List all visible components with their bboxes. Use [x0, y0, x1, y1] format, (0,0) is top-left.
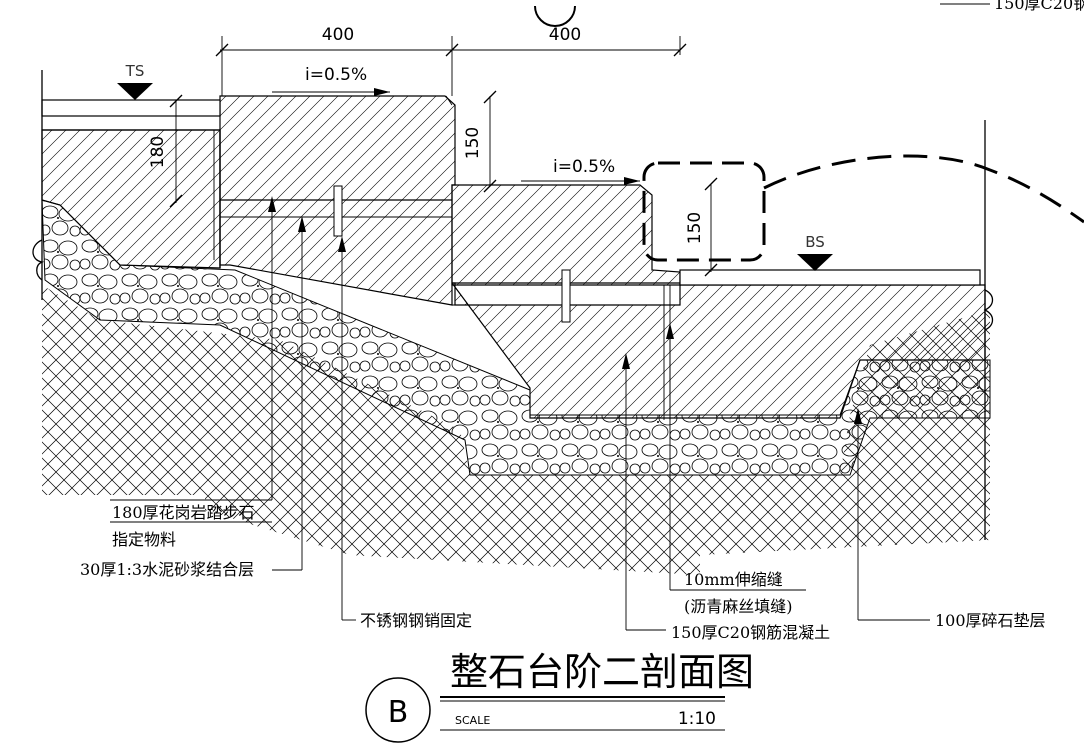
- note-steel-pin: 不锈钢钢销固定: [360, 611, 472, 630]
- note-granite-step: 180厚花岗岩踏步石: [112, 503, 255, 522]
- note-concrete: 150厚C20钢筋混凝土: [671, 623, 830, 642]
- slope-arrows: i=0.5% i=0.5%: [272, 65, 640, 185]
- note-mortar-layer: 30厚1:3水泥砂浆结合层: [80, 560, 254, 579]
- elevation-bs: BS: [797, 233, 833, 271]
- dimension-width: 400 400: [215, 25, 687, 96]
- svg-text:TS: TS: [125, 62, 145, 80]
- svg-text:150: 150: [463, 127, 483, 159]
- svg-text:150: 150: [685, 212, 705, 244]
- scale-value: 1:10: [678, 709, 716, 729]
- dimension-height-150-upper: 150: [463, 90, 497, 193]
- leader-lines: [110, 3, 990, 631]
- concrete-slab: [41, 95, 986, 419]
- elevation-ts: TS: [117, 62, 153, 100]
- drawing-title: 整石台阶二剖面图: [450, 650, 754, 694]
- dimension-400-upper: 400: [322, 25, 354, 45]
- note-specified-material: 指定物料: [112, 530, 176, 549]
- note-expansion-joint: 10mm伸缩缝: [684, 570, 783, 589]
- note-corner: 150厚C20钢: [994, 0, 1084, 13]
- soil-layer: [42, 285, 990, 575]
- detail-callout: 150: [642, 154, 1084, 277]
- gravel-layer: [41, 199, 991, 476]
- svg-text:BS: BS: [805, 233, 825, 251]
- slope-lower-label: i=0.5%: [553, 157, 615, 177]
- note-gravel: 100厚碎石垫层: [935, 611, 1046, 630]
- dimension-400-lower: 400: [549, 25, 581, 45]
- annotations: 180厚花岗岩踏步石 指定物料 30厚1:3水泥砂浆结合层 不锈钢钢销固定 10…: [80, 0, 1084, 642]
- steel-pin: [333, 185, 571, 323]
- scale-label: SCALE: [455, 714, 490, 727]
- break-line: [32, 239, 994, 331]
- title-block: B 整石台阶二剖面图 SCALE 1:10: [365, 5, 754, 743]
- dimension-height-180: 180: [148, 94, 183, 208]
- section-badge: B: [388, 695, 409, 730]
- svg-text:180: 180: [148, 136, 168, 168]
- slope-upper-label: i=0.5%: [305, 65, 367, 85]
- note-joint-filler: (沥青麻丝填缝): [684, 597, 793, 616]
